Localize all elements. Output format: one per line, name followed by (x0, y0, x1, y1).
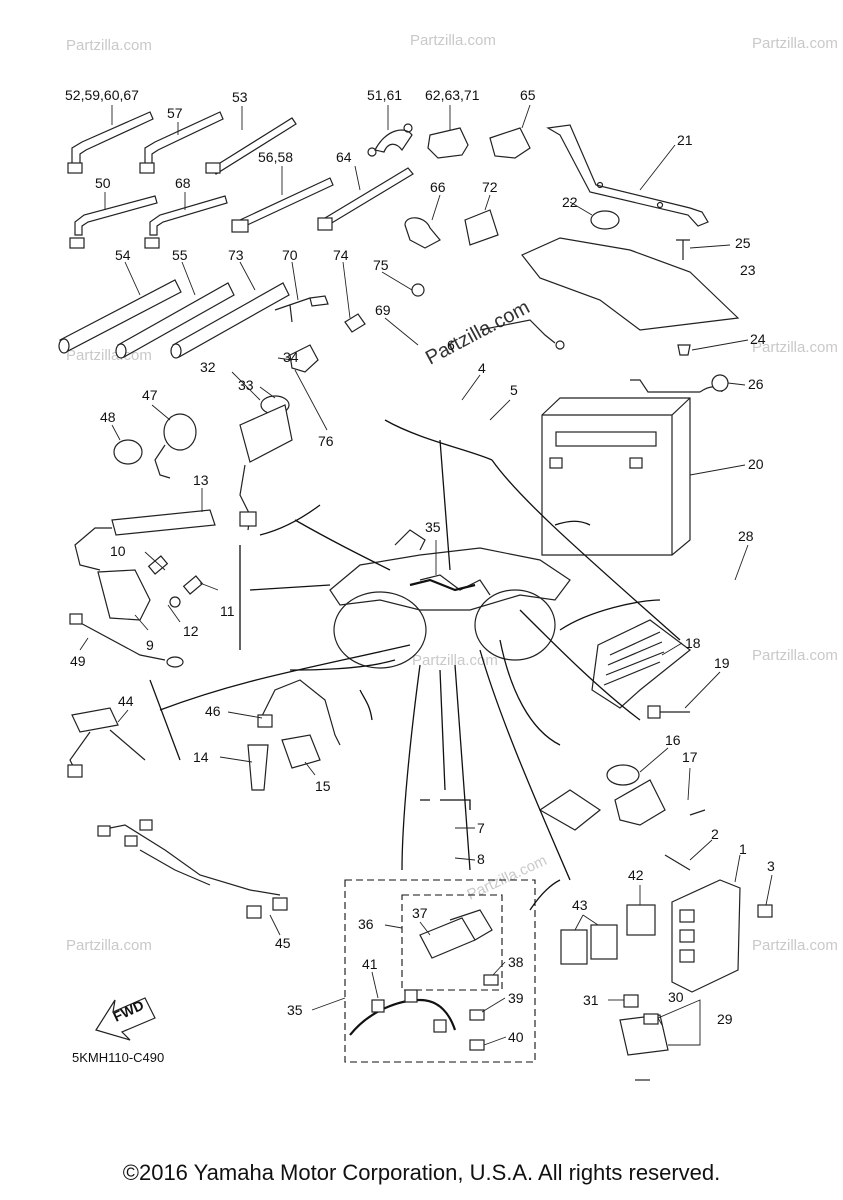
callout-label: 64 (336, 149, 352, 165)
callout-label: 35 (425, 519, 441, 535)
callout-label: 73 (228, 247, 244, 263)
callout-label: 10 (110, 543, 126, 559)
callout-label: 35 (287, 1002, 303, 1018)
callout-label: 7 (477, 820, 485, 836)
watermark: Partzilla.com (752, 937, 838, 954)
callout-label: 43 (572, 897, 588, 913)
callout-label: 51,61 (367, 87, 402, 103)
callout-label: 11 (220, 603, 235, 619)
callout-label: 76 (318, 433, 334, 449)
callout-label: 66 (430, 179, 446, 195)
cable-tie-group (58, 111, 414, 359)
callout-label: 16 (665, 732, 681, 748)
callout-label: 2 (711, 826, 719, 842)
callout-label: 47 (142, 387, 158, 403)
callout-label: 42 (628, 867, 644, 883)
diagram-code: 5KMH110-C490 (72, 1050, 164, 1065)
callout-label: 46 (205, 703, 221, 719)
callout-label: 53 (232, 89, 248, 105)
watermark: Partzilla.com (752, 35, 838, 52)
watermark: Partzilla.com (410, 32, 496, 49)
callout-label: 37 (412, 905, 428, 921)
callout-label: 52,59,60,67 (65, 87, 139, 103)
callout-label: 22 (562, 194, 578, 210)
callout-label: 75 (373, 257, 389, 273)
watermark: Partzilla.com (66, 347, 152, 364)
callout-label: 29 (717, 1011, 733, 1027)
callout-label: 13 (193, 472, 209, 488)
watermark-center: Partzilla.com (422, 296, 533, 369)
callout-label: 19 (714, 655, 730, 671)
callout-label: 25 (735, 235, 751, 251)
callout-label: 33 (238, 377, 254, 393)
clamp-group (274, 123, 531, 333)
lower-left-parts (67, 679, 341, 791)
group-boundaries (149, 419, 681, 911)
callout-label: 49 (70, 653, 86, 669)
sensor-group (69, 509, 216, 668)
watermark-layer: Partzilla.com Partzilla.com Partzilla.co… (66, 32, 838, 954)
callout-label: 18 (685, 635, 701, 651)
callout-label: 23 (740, 262, 756, 278)
callout-label: 74 (333, 247, 349, 263)
callout-label: 15 (315, 778, 331, 794)
callout-label: 31 (583, 992, 599, 1008)
callout-label: 57 (167, 105, 183, 121)
callout-label: 56,58 (258, 149, 293, 165)
assembly-boxes (344, 879, 536, 1063)
callout-label: 5 (510, 382, 518, 398)
callout-label: 36 (358, 916, 374, 932)
leader-lines (79, 104, 773, 1046)
callout-label: 55 (172, 247, 188, 263)
bracket-group (479, 124, 740, 393)
callout-label: 50 (95, 175, 111, 191)
watermark: Partzilla.com (412, 652, 498, 669)
callout-label: 3 (767, 858, 775, 874)
callout-label: 72 (482, 179, 498, 195)
callout-label: 39 (508, 990, 524, 1006)
callout-label: 1 (739, 841, 747, 857)
watermark: Partzilla.com (66, 37, 152, 54)
callout-label: 17 (682, 749, 698, 765)
callout-label: 6 (447, 337, 455, 353)
callout-label: 62,63,71 (425, 87, 480, 103)
callout-label: 28 (738, 528, 754, 544)
callout-label: 14 (193, 749, 209, 765)
callout-label: 69 (375, 302, 391, 318)
callout-label: 4 (478, 360, 486, 376)
watermark: Partzilla.com (752, 339, 838, 356)
ecu-group (560, 854, 773, 1081)
callout-label: 38 (508, 954, 524, 970)
callout-label: 20 (748, 456, 764, 472)
callout-label: 45 (275, 935, 291, 951)
callout-label: 44 (118, 693, 134, 709)
callout-label: 32 (200, 359, 216, 375)
callout-label: 48 (100, 409, 116, 425)
callout-label: 40 (508, 1029, 524, 1045)
callout-label: 12 (183, 623, 199, 639)
callout-label: 70 (282, 247, 298, 263)
callout-label: 68 (175, 175, 191, 191)
callout-label: 54 (115, 247, 131, 263)
rectifier-group (538, 619, 706, 831)
callout-label: 9 (146, 637, 154, 653)
watermark: Partzilla.com (752, 647, 838, 664)
callout-label: 30 (668, 989, 684, 1005)
callout-label: 65 (520, 87, 536, 103)
callout-label: 26 (748, 376, 764, 392)
callout-label: 21 (677, 132, 693, 148)
atv-illustration (329, 529, 571, 669)
callout-label: 41 (362, 956, 378, 972)
callout-label: 8 (477, 851, 485, 867)
callout-labels: 52,59,60,67 57 53 51,61 62,63,71 65 21 5… (65, 87, 775, 1045)
watermark: Partzilla.com (66, 937, 152, 954)
wire-harness (97, 819, 288, 919)
copyright-notice: ©2016 Yamaha Motor Corporation, U.S.A. A… (122, 1160, 721, 1185)
fwd-arrow-icon: FWD (95, 997, 156, 1041)
ignition-switch-group (113, 344, 319, 531)
callout-label: 34 (283, 349, 299, 365)
battery-illustration (541, 397, 691, 556)
callout-label: 24 (750, 331, 766, 347)
